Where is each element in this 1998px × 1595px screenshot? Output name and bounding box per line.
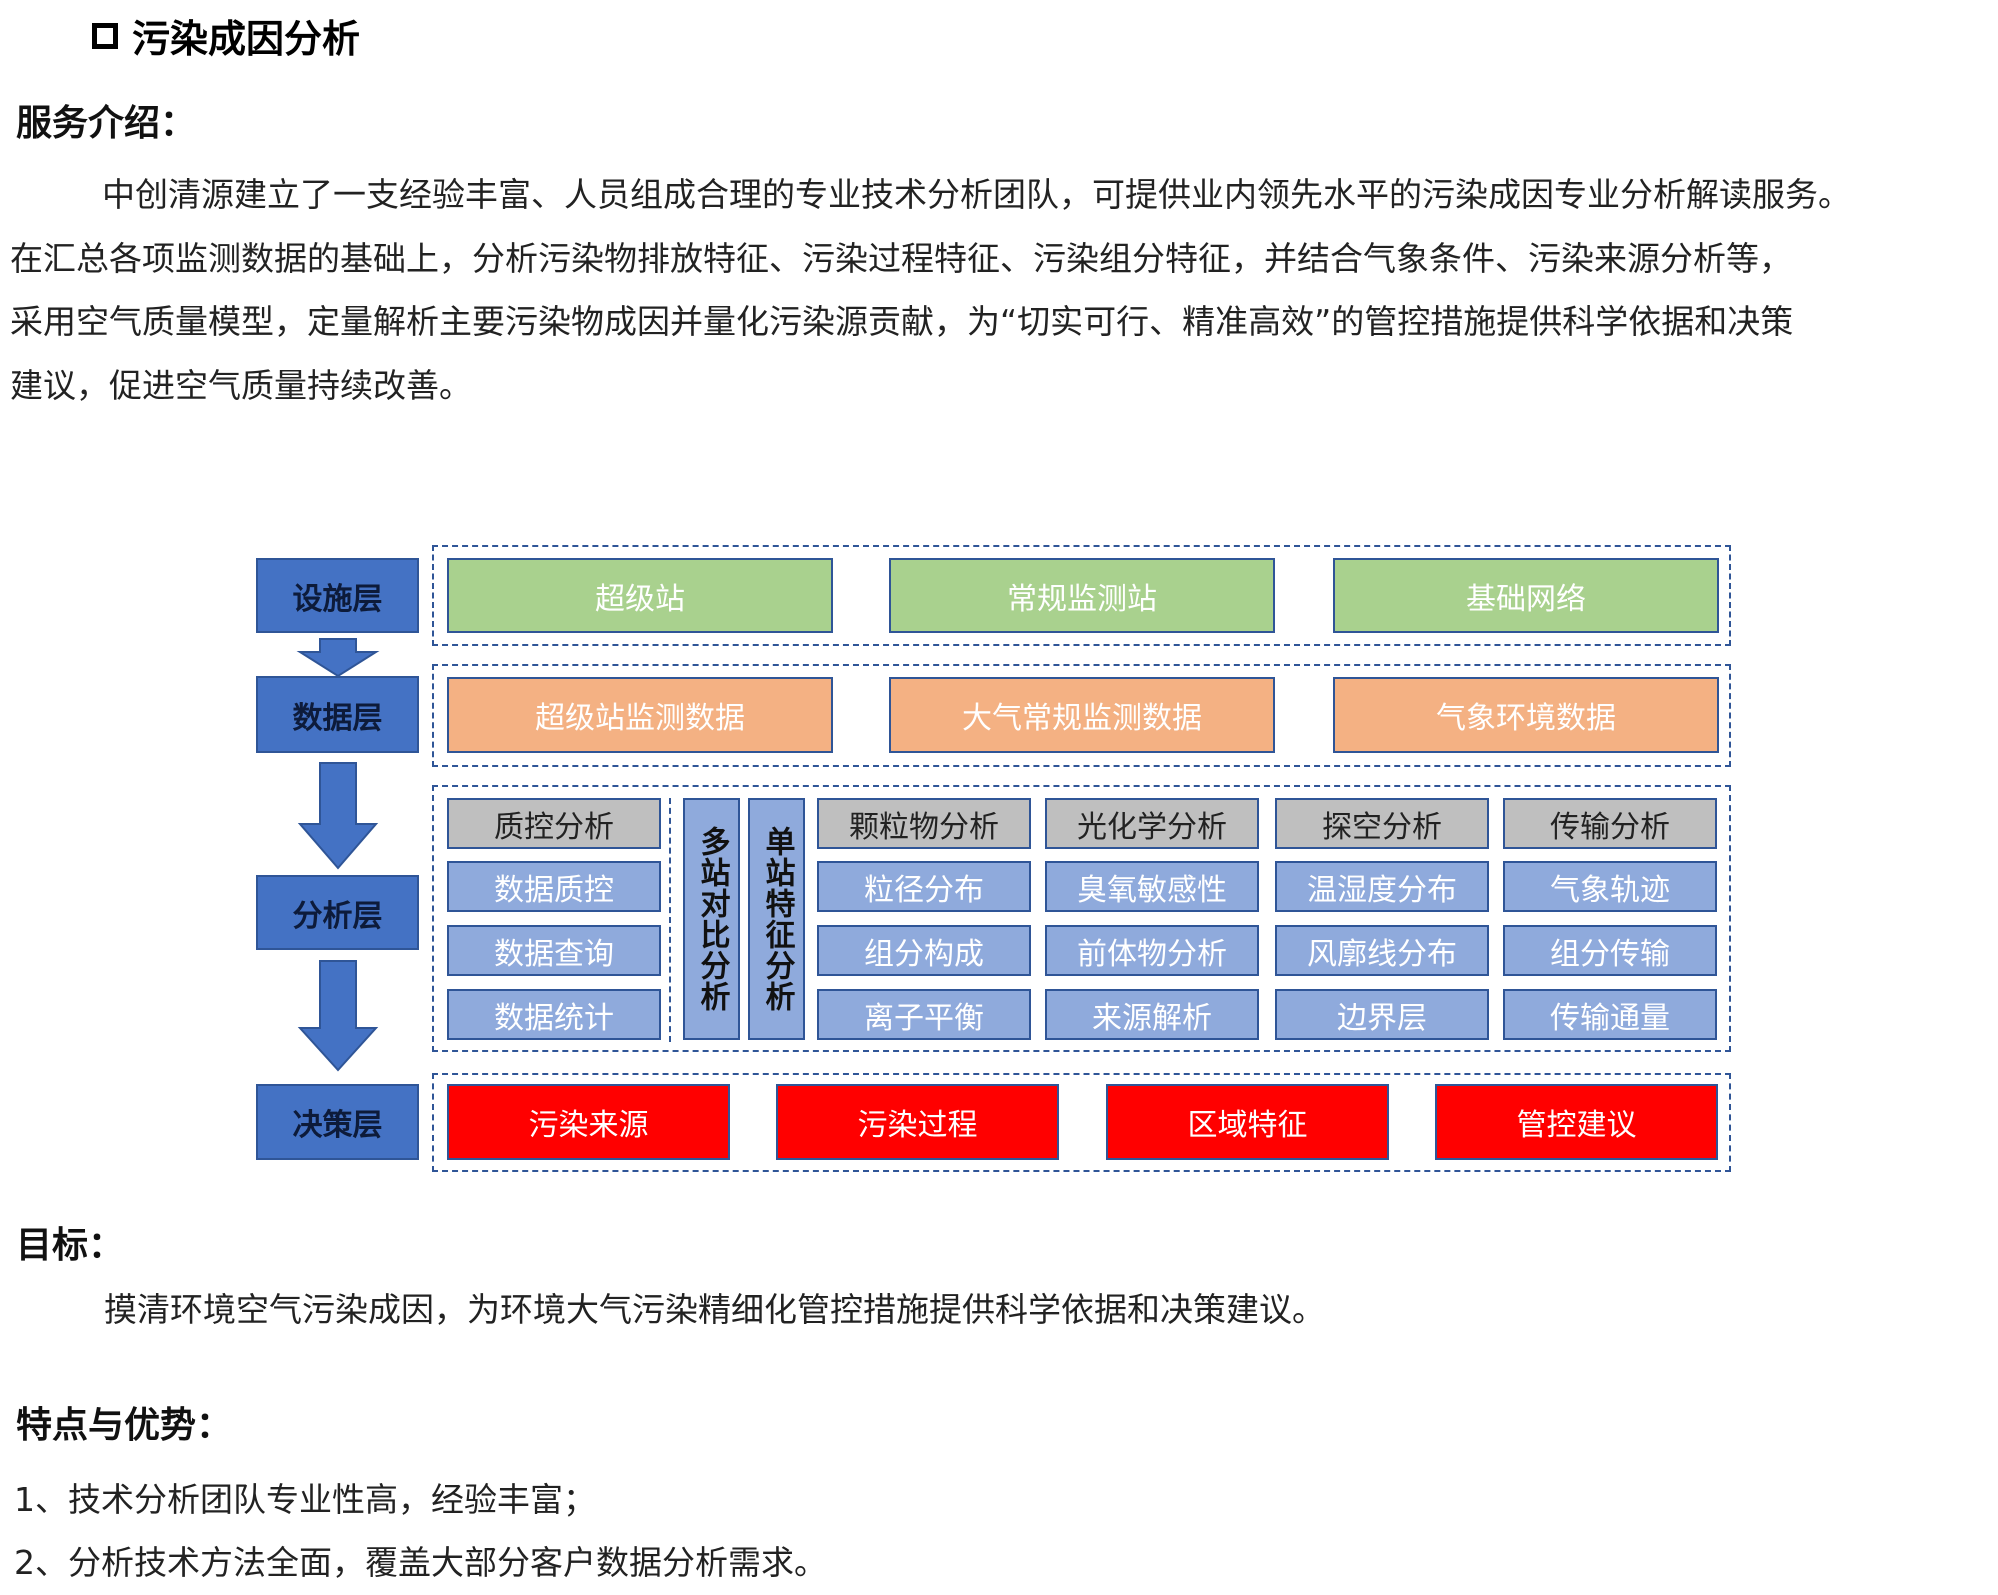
arrow-down-icon bbox=[297, 762, 379, 870]
multi-station-box: 多站对比分析 bbox=[683, 798, 740, 1040]
analysis-header: 光化学分析 bbox=[1045, 798, 1259, 849]
title-text: 污染成因分析 bbox=[132, 17, 361, 61]
data-group bbox=[432, 664, 1731, 767]
layer-data: 数据层 bbox=[256, 676, 419, 753]
decision-box: 污染来源 bbox=[447, 1084, 730, 1160]
section-title: 污染成因分析 bbox=[92, 8, 360, 63]
analysis-item: 组分传输 bbox=[1503, 925, 1717, 976]
single-station-box: 单站特征分析 bbox=[748, 798, 805, 1040]
decision-box: 管控建议 bbox=[1435, 1084, 1718, 1160]
qc-item: 数据质控 bbox=[447, 861, 661, 912]
goal-text: 摸清环境空气污染成因，为环境大气污染精细化管控措施提供科学依据和决策建议。 bbox=[104, 1290, 1325, 1329]
analysis-header: 传输分析 bbox=[1503, 798, 1717, 849]
features-heading: 特点与优势： bbox=[16, 1405, 233, 1446]
intro-heading: 服务介绍： bbox=[16, 103, 197, 144]
intro-line-3: 采用空气质量模型，定量解析主要污染物成因并量化污染源贡献，为“切实可行、精准高效… bbox=[10, 302, 1794, 341]
analysis-item: 温湿度分布 bbox=[1275, 861, 1489, 912]
data-box: 气象环境数据 bbox=[1333, 677, 1719, 753]
analysis-item: 来源解析 bbox=[1045, 989, 1259, 1040]
qc-header: 质控分析 bbox=[447, 798, 661, 849]
analysis-item: 离子平衡 bbox=[817, 989, 1031, 1040]
qc-item: 数据查询 bbox=[447, 925, 661, 976]
qc-item: 数据统计 bbox=[447, 989, 661, 1040]
data-box: 大气常规监测数据 bbox=[889, 677, 1275, 753]
facility-group bbox=[432, 545, 1731, 646]
intro-line-2: 在汇总各项监测数据的基础上，分析污染物排放特征、污染过程特征、污染组分特征，并结… bbox=[10, 239, 1792, 278]
layer-facility: 设施层 bbox=[256, 558, 419, 633]
facility-box: 基础网络 bbox=[1333, 558, 1719, 633]
decision-box: 区域特征 bbox=[1106, 1084, 1389, 1160]
analysis-item: 气象轨迹 bbox=[1503, 861, 1717, 912]
analysis-item: 传输通量 bbox=[1503, 989, 1717, 1040]
arrow-down-icon bbox=[297, 960, 379, 1072]
layer-decision: 决策层 bbox=[256, 1084, 419, 1160]
analysis-item: 边界层 bbox=[1275, 989, 1489, 1040]
analysis-header: 颗粒物分析 bbox=[817, 798, 1031, 849]
decision-group bbox=[432, 1073, 1731, 1172]
analysis-item: 粒径分布 bbox=[817, 861, 1031, 912]
analysis-item: 风廓线分布 bbox=[1275, 925, 1489, 976]
analysis-item: 组分构成 bbox=[817, 925, 1031, 976]
divider bbox=[669, 798, 671, 1042]
intro-line-4: 建议，促进空气质量持续改善。 bbox=[10, 366, 472, 405]
feature-item: 2、分析技术方法全面，覆盖大部分客户数据分析需求。 bbox=[14, 1543, 827, 1582]
decision-box: 污染过程 bbox=[776, 1084, 1059, 1160]
arrow-down-icon bbox=[296, 638, 380, 678]
facility-box: 超级站 bbox=[447, 558, 833, 633]
facility-box: 常规监测站 bbox=[889, 558, 1275, 633]
data-box: 超级站监测数据 bbox=[447, 677, 833, 753]
analysis-group bbox=[432, 785, 1731, 1052]
feature-item: 1、技术分析团队专业性高，经验丰富； bbox=[14, 1480, 596, 1519]
intro-line-1: 中创清源建立了一支经验丰富、人员组成合理的专业技术分析团队，可提供业内领先水平的… bbox=[102, 175, 1851, 214]
goal-heading: 目标： bbox=[16, 1225, 125, 1266]
square-bullet-icon bbox=[92, 22, 118, 49]
analysis-item: 前体物分析 bbox=[1045, 925, 1259, 976]
analysis-item: 臭氧敏感性 bbox=[1045, 861, 1259, 912]
layer-analysis: 分析层 bbox=[256, 875, 419, 950]
analysis-header: 探空分析 bbox=[1275, 798, 1489, 849]
